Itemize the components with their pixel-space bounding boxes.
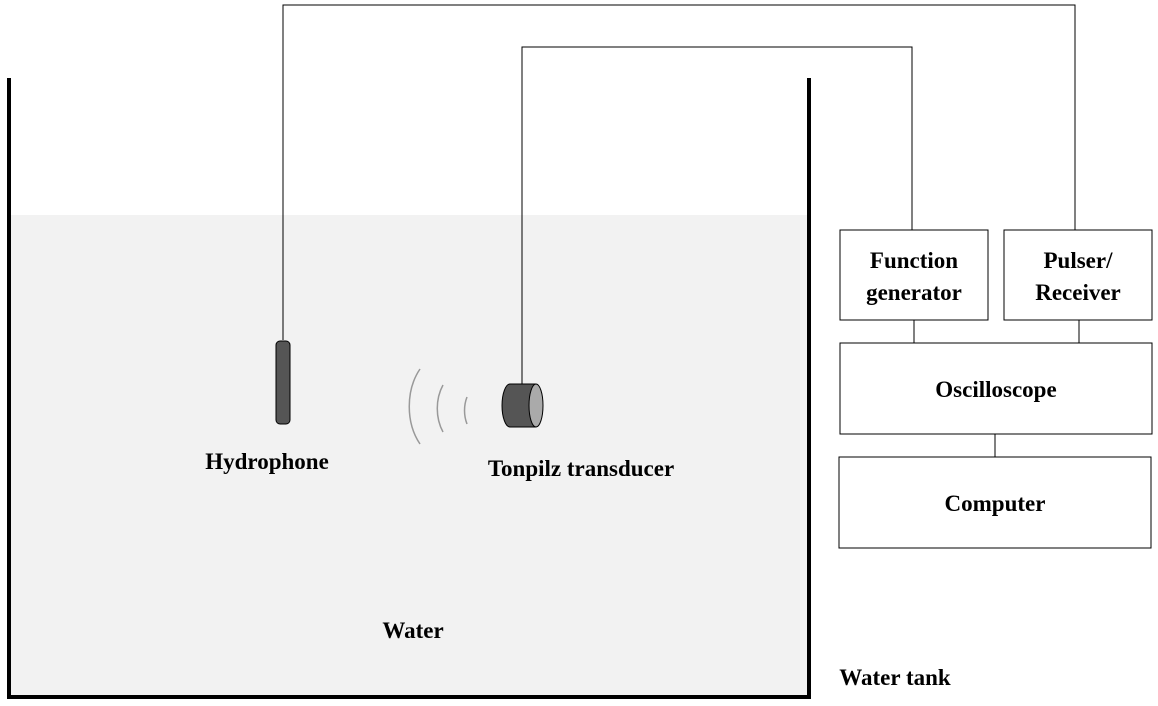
oscilloscope-box: [839, 342, 1153, 435]
water-label: Water: [382, 618, 443, 643]
transducer-cable: [521, 46, 913, 385]
function-generator-label-line2: generator: [866, 280, 962, 305]
hydrophone-device: [275, 340, 291, 425]
water-tank-label: Water tank: [839, 665, 951, 690]
function-generator-box: [839, 229, 989, 321]
hydrophone-cable: [282, 4, 1076, 340]
pulser-receiver-label-line1: Pulser/: [1044, 248, 1114, 273]
water-region: [10, 215, 808, 697]
computer-label: Computer: [945, 491, 1046, 516]
function-generator-label-line1: Function: [870, 248, 958, 273]
pulser-receiver-label-line2: Receiver: [1035, 280, 1121, 305]
pulser-receiver-box: [1003, 229, 1153, 321]
acoustic-wave-icon: [408, 368, 468, 445]
oscilloscope-label: Oscilloscope: [935, 377, 1056, 402]
water-tank-outline: [7, 78, 811, 699]
tonpilz-transducer-device: [501, 383, 544, 428]
tonpilz-transducer-label: Tonpilz transducer: [488, 456, 674, 481]
computer-box: [838, 456, 1152, 549]
hydrophone-label: Hydrophone: [205, 449, 329, 474]
